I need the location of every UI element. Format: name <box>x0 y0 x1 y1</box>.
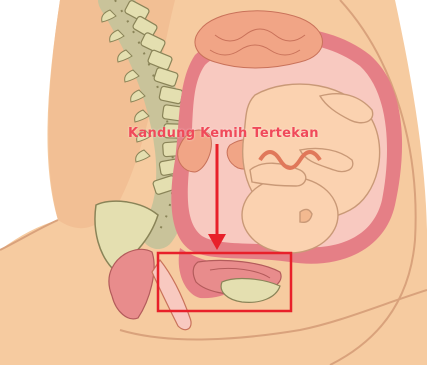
annotation-label: Kandung Kemih Tertekan <box>128 126 319 141</box>
